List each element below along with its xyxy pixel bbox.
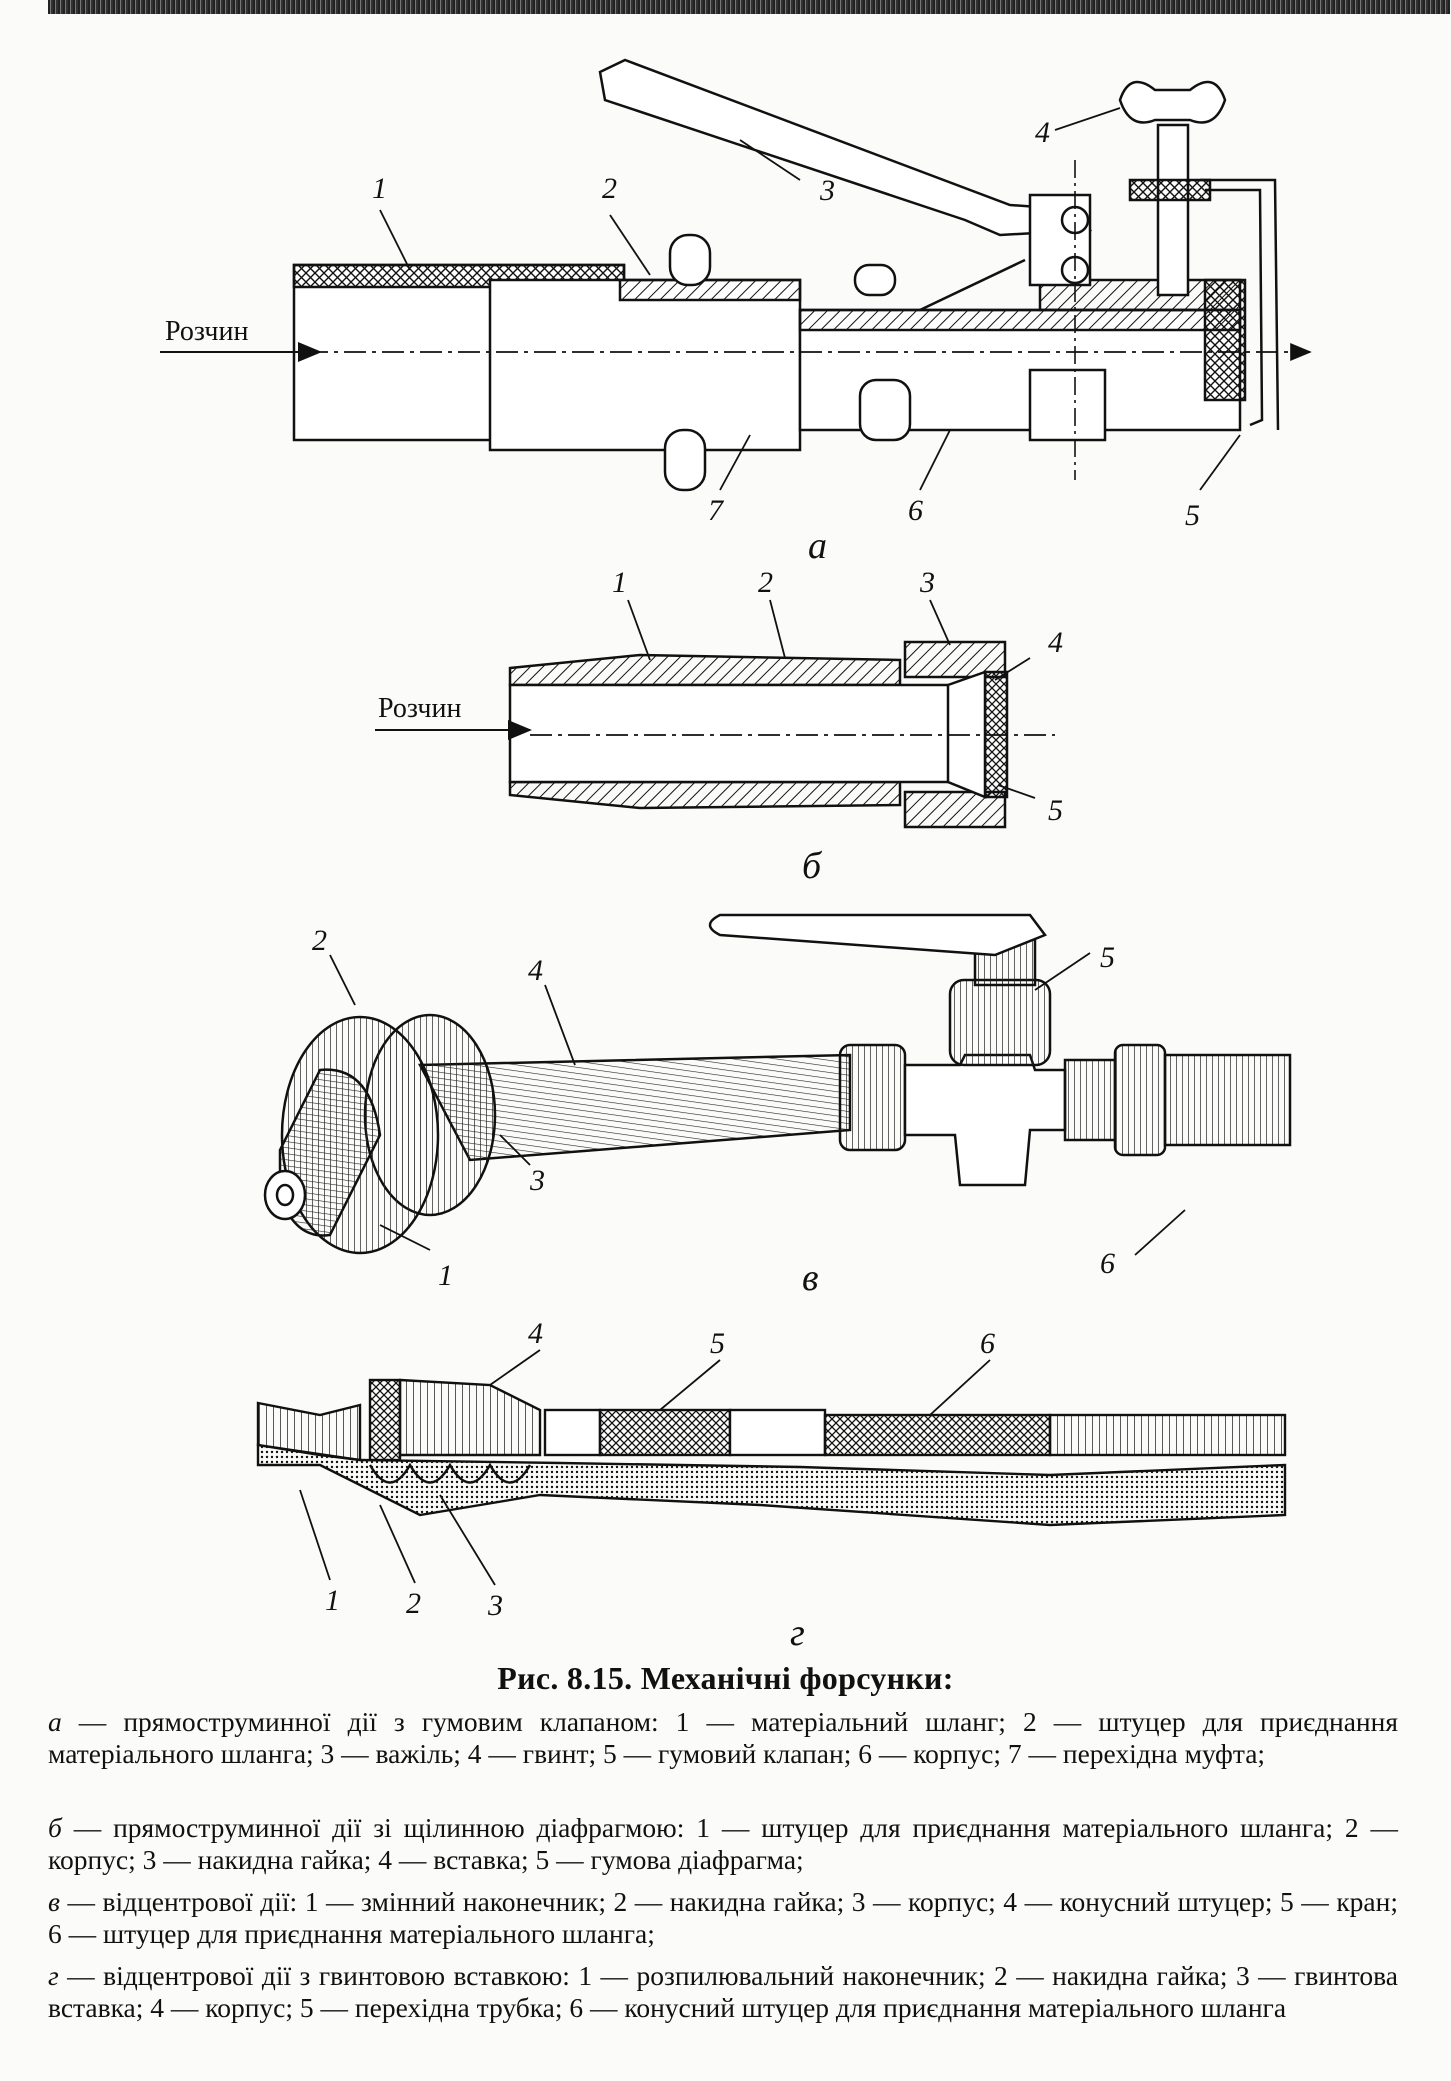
caption-item-a: а — прямоструминної дії з гумовим клапан… bbox=[48, 1706, 1398, 1770]
callout-v-3: 3 bbox=[529, 1164, 545, 1197]
callout-g-1: 1 bbox=[325, 1584, 340, 1617]
figure-panel-g: 1 2 3 4 5 6 г bbox=[256, 1317, 1287, 1654]
callout-g-2: 2 bbox=[406, 1587, 421, 1620]
callout-v-2: 2 bbox=[312, 924, 327, 957]
figure-panel-b: Розчин 1 2 3 4 5 б bbox=[375, 566, 1063, 887]
panel-letter-g: г bbox=[790, 1612, 805, 1654]
callout-a-2: 2 bbox=[602, 172, 617, 205]
nozzle-b-drawing bbox=[508, 640, 1009, 829]
panel-letter-b: б bbox=[802, 845, 823, 887]
callout-a-3: 3 bbox=[819, 174, 835, 207]
caption-item-a-letter: а bbox=[48, 1706, 62, 1737]
callout-a-7: 7 bbox=[708, 494, 725, 527]
callout-a-1: 1 bbox=[372, 172, 387, 205]
panel-letter-v: в bbox=[802, 1257, 819, 1299]
callout-v-1: 1 bbox=[438, 1259, 453, 1292]
caption-item-b: б — прямоструминної дії зі щілинною діаф… bbox=[48, 1812, 1398, 1876]
figure-panel-a: Розчин 1 2 3 4 5 6 7 а bbox=[160, 58, 1312, 560]
callout-v-5: 5 bbox=[1100, 941, 1115, 974]
callout-g-4: 4 bbox=[528, 1317, 543, 1350]
callout-a-5: 5 bbox=[1185, 499, 1200, 532]
caption-item-v: в — відцентрової дії: 1 — змінний наконе… bbox=[48, 1886, 1398, 1950]
caption-item-b-text: — прямоструминної дії зі щілинною діафра… bbox=[48, 1812, 1398, 1875]
caption-item-a-text: — прямоструминної дії з гумовим клапаном… bbox=[48, 1706, 1398, 1769]
caption-item-g: г — відцентрової дії з гвинтовою вставко… bbox=[48, 1960, 1398, 2024]
caption-item-v-letter: в bbox=[48, 1886, 60, 1917]
nozzle-a-drawing bbox=[292, 58, 1280, 492]
callout-g-6: 6 bbox=[980, 1327, 995, 1360]
callout-g-5: 5 bbox=[710, 1327, 725, 1360]
nozzle-g-drawing bbox=[256, 1378, 1287, 1527]
scan-top-border bbox=[48, 0, 1450, 14]
caption-title: Рис. 8.15. Механічні форсунки: bbox=[497, 1660, 954, 1696]
figure-panel-v: 2 4 3 1 5 6 в bbox=[263, 913, 1292, 1299]
label-solution-a: Розчин bbox=[165, 316, 248, 347]
caption-item-g-letter: г bbox=[48, 1960, 59, 1991]
callout-b-5: 5 bbox=[1048, 794, 1063, 827]
callout-b-3: 3 bbox=[919, 566, 935, 599]
caption-item-b-letter: б bbox=[48, 1812, 62, 1843]
callout-a-6: 6 bbox=[908, 494, 923, 527]
callout-b-4: 4 bbox=[1048, 626, 1063, 659]
nozzle-v-drawing bbox=[263, 913, 1292, 1255]
callout-g-3: 3 bbox=[487, 1589, 503, 1622]
callout-v-4: 4 bbox=[528, 954, 543, 987]
callout-b-1: 1 bbox=[612, 566, 627, 599]
label-solution-b: Розчин bbox=[378, 693, 461, 724]
callout-b-2: 2 bbox=[758, 566, 773, 599]
caption-item-v-text: — відцентрової дії: 1 — змінний наконечн… bbox=[48, 1886, 1398, 1949]
callout-a-4: 4 bbox=[1035, 116, 1050, 149]
caption-item-g-text: — відцентрової дії з гвинтовою вставкою:… bbox=[48, 1960, 1398, 2023]
panel-letter-a: а bbox=[808, 525, 827, 560]
callout-v-6: 6 bbox=[1100, 1247, 1115, 1280]
